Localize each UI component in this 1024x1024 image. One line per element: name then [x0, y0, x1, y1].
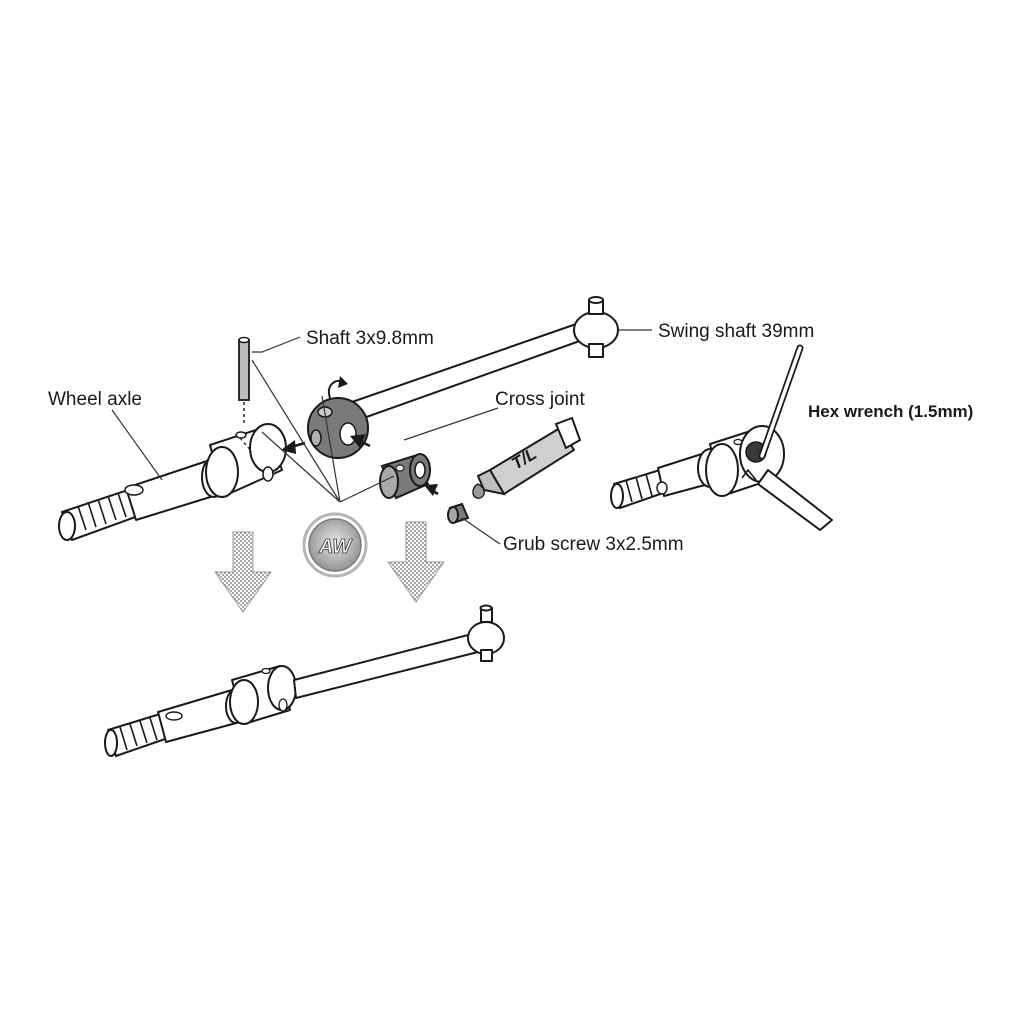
label-wheel-axle: Wheel axle — [48, 389, 142, 410]
label-swing-shaft: Swing shaft 39mm — [658, 321, 814, 342]
badge-label: AW — [318, 536, 353, 558]
cross-joint-ball — [307, 376, 369, 459]
threadlock-tube-icon: T/L — [472, 416, 582, 499]
shaft-pin — [238, 336, 250, 426]
labels: Shaft 3x9.8mm Swing shaft 39mm Wheel axl… — [48, 321, 973, 555]
hex-wrench-detail — [610, 344, 833, 531]
label-hex-wrench: Hex wrench (1.5mm) — [808, 402, 973, 421]
assembled-driveshaft — [104, 604, 505, 757]
cup-coupling — [379, 453, 431, 500]
down-arrow-icon — [214, 521, 445, 613]
label-shaft: Shaft 3x9.8mm — [306, 328, 434, 349]
grub-screw — [447, 502, 470, 524]
insert-arrows — [281, 434, 439, 496]
label-grub-screw: Grub screw 3x2.5mm — [503, 534, 684, 555]
leader-lines — [111, 329, 652, 545]
swing-shaft — [351, 296, 619, 421]
label-cross-joint: Cross joint — [495, 389, 585, 410]
wheel-axle — [58, 423, 287, 541]
aw-grease-badge-icon: AW — [302, 512, 368, 578]
exploded-assembly: T/L — [58, 296, 619, 541]
